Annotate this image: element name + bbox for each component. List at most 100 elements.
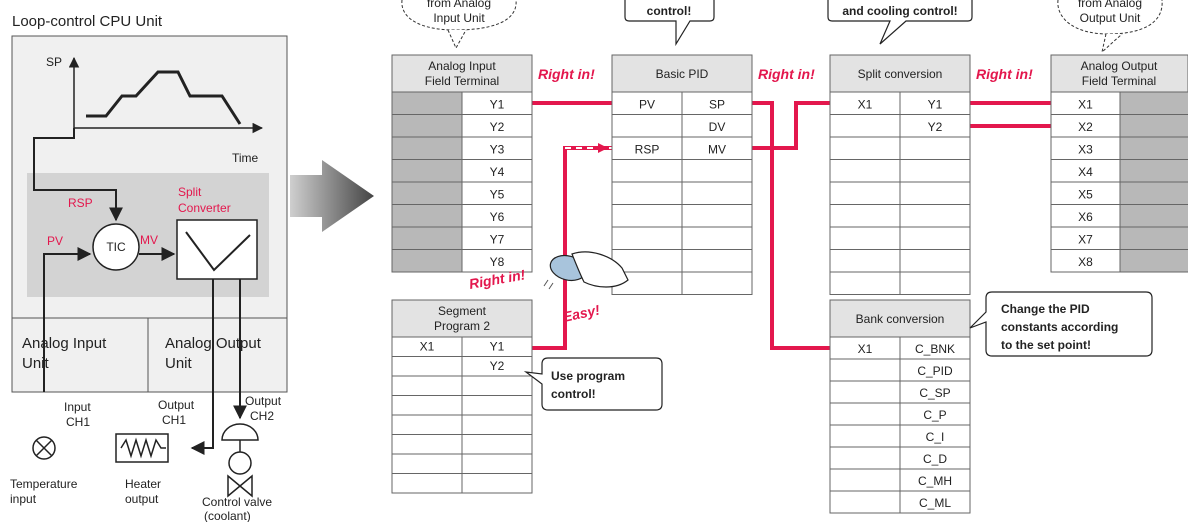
callout-analog-input: from Analog Input Unit: [401, 0, 517, 50]
wire-pid-sp-to-bank: [752, 101, 830, 350]
ai-terminal-left-cell: [391, 181, 463, 205]
pid-right-cell: [681, 249, 753, 273]
pv-line: [43, 247, 92, 392]
callout-split-text: and cooling control!: [842, 4, 957, 18]
ai-terminal-output-label: Y4: [490, 165, 505, 179]
ai-terminal-title-1: Analog Input: [428, 59, 496, 73]
pid-output-label: SP: [709, 98, 725, 112]
split-left-cell: [829, 114, 901, 138]
temperature-label-2: input: [10, 492, 37, 506]
right-in-label-2: Right in!: [758, 66, 815, 82]
split-input-label: X1: [858, 98, 873, 112]
ao-terminal-input-label: X5: [1078, 188, 1093, 202]
pid-right-cell: [681, 204, 753, 228]
ao-terminal-input-label: X7: [1078, 233, 1093, 247]
heater-icon: [115, 433, 169, 463]
ao-terminal-input-label: X1: [1078, 98, 1093, 112]
tic-label: TIC: [106, 240, 126, 254]
pid-right-cell: [681, 226, 753, 250]
analog-input-unit-label-1: Analog Input: [22, 335, 107, 352]
segment-left-cell: [391, 453, 463, 474]
rsp-label: RSP: [68, 196, 93, 210]
bank-right-cell: [899, 490, 971, 514]
segment-left-cell: [391, 414, 463, 435]
segment-input-label: X1: [420, 340, 435, 354]
analog-input-unit-label-2: Unit: [22, 355, 50, 372]
bank-output-label: C_MH: [918, 474, 952, 488]
ao-field-terminal-block: Analog Output Field Terminal X1X2X3X4X5X…: [1050, 54, 1188, 273]
temperature-label-1: Temperature: [10, 477, 78, 491]
output-ch1-label-1: Output: [158, 398, 195, 412]
split-label-2: Converter: [178, 201, 231, 215]
segment-left-cell: [391, 473, 463, 494]
ai-terminal-header: [391, 54, 533, 93]
tic-controller: [92, 223, 140, 271]
bank-output-label: C_P: [923, 408, 946, 422]
hand-shape: [571, 251, 629, 288]
pid-left-cell: [611, 181, 683, 205]
segment-right-cell: [461, 375, 533, 396]
split-output-label: Y2: [928, 120, 943, 134]
ai-terminal-title-2: Field Terminal: [425, 74, 499, 88]
transition-arrow-icon: [290, 160, 374, 232]
bank-input-label: X1: [858, 342, 873, 356]
callout-bank: Change the PID constants according to th…: [969, 291, 1153, 357]
ai-terminal-left-cell: [391, 204, 463, 228]
output-ch2-label-1: Output: [245, 394, 282, 408]
callout-bank-text-3: to the set point!: [1001, 338, 1091, 352]
callout-analog-input-tail: [447, 29, 467, 50]
callout-program-text-1: Use program: [551, 369, 625, 383]
callout-analog-input-cloud: [401, 0, 517, 31]
pid-input-label: RSP: [635, 143, 660, 157]
easy-label: Easy!: [561, 301, 601, 324]
ao-terminal-right-cell: [1119, 159, 1188, 183]
ai-field-terminal-block: Analog Input Field Terminal Y1Y2Y3Y4Y5Y6…: [391, 54, 533, 273]
mv-label: MV: [140, 233, 158, 247]
pid-left-cell: [611, 159, 683, 183]
ai-terminal-left-cell: [391, 91, 463, 115]
input-ch-label-1: Input: [64, 400, 91, 414]
split-output-label: Y1: [928, 98, 943, 112]
split-left-cell: [829, 226, 901, 250]
segment-title-2: Program 2: [434, 319, 490, 333]
output-ch2-label-2: CH2: [250, 409, 274, 423]
ao-terminal-input-label: X8: [1078, 255, 1093, 269]
pid-left-cell: [611, 204, 683, 228]
callout-pid: control!: [624, 0, 715, 47]
callout-split: and cooling control!: [827, 0, 973, 45]
ai-terminal-output-label: Y6: [490, 210, 505, 224]
split-left-cell: [829, 181, 901, 205]
bank-title: Bank conversion: [856, 312, 945, 326]
motion-line-2: [548, 282, 554, 290]
segment-right-cell: [461, 434, 533, 455]
split-label-1: Split: [178, 185, 202, 199]
ai-terminal-output-label: Y7: [490, 233, 505, 247]
split-right-cell: [899, 249, 971, 273]
ao-terminal-input-label: X3: [1078, 143, 1093, 157]
callout-analog-input-text-2: Input Unit: [433, 11, 485, 25]
drag-arrow-icon: [598, 143, 608, 153]
callout-bank-text-2: constants according: [1001, 320, 1118, 334]
sp-label: SP: [46, 55, 62, 69]
time-label: Time: [232, 151, 259, 165]
red-wires: [532, 101, 1051, 350]
callout-analog-output-text-1: from Analog: [1078, 0, 1142, 10]
ai-terminal-output-label: Y2: [490, 120, 505, 134]
pid-right-cell: [681, 159, 753, 183]
bank-output-label: C_BNK: [915, 342, 955, 356]
cpu-unit-title: Loop-control CPU Unit: [12, 13, 163, 30]
bank-output-label: C_PID: [917, 364, 953, 378]
segment-title-1: Segment: [438, 304, 487, 318]
ai-terminal-left-cell: [391, 249, 463, 273]
split-right-cell: [899, 271, 971, 295]
bank-output-label: C_D: [923, 452, 947, 466]
bank-left-cell: [829, 424, 901, 448]
split-header: [829, 54, 971, 93]
bank-left-cell: [829, 380, 901, 404]
ai-terminal-left-cell: [391, 159, 463, 183]
